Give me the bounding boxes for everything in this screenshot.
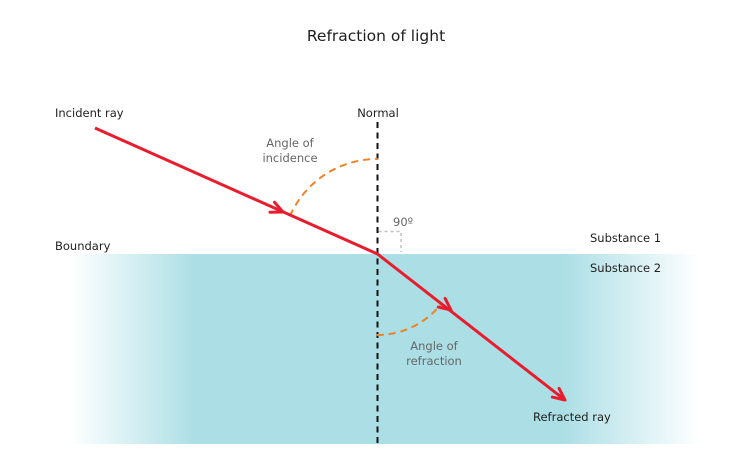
angle-of-refraction-label-line1: Angle of [410,339,458,353]
incident-ray-arrowhead-icon [268,200,285,214]
substance1-label: Substance 1 [590,231,661,245]
right-angle-label: 90º [393,215,413,229]
incident-ray-label: Incident ray [55,106,124,120]
angle-of-refraction-arc [376,303,442,336]
right-angle-marker [378,230,402,252]
angle-of-incidence-arc [289,157,379,217]
normal-label: Normal [357,106,399,120]
boundary-label: Boundary [55,239,111,253]
refracted-ray-mid-arrowhead-icon [436,296,453,312]
angle-of-incidence-label-line2: incidence [262,151,317,165]
angle-of-incidence-label-line1: Angle of [266,136,314,150]
substance2-label: Substance 2 [590,261,661,275]
light-ray [94,126,566,402]
angle-of-refraction-label-line2: refraction [406,354,462,368]
diagram-title: Refraction of light [307,27,445,45]
refracted-ray-end-arrowhead-icon [550,386,567,402]
substance2-region [70,254,700,444]
refracted-ray-label: Refracted ray [533,410,611,424]
